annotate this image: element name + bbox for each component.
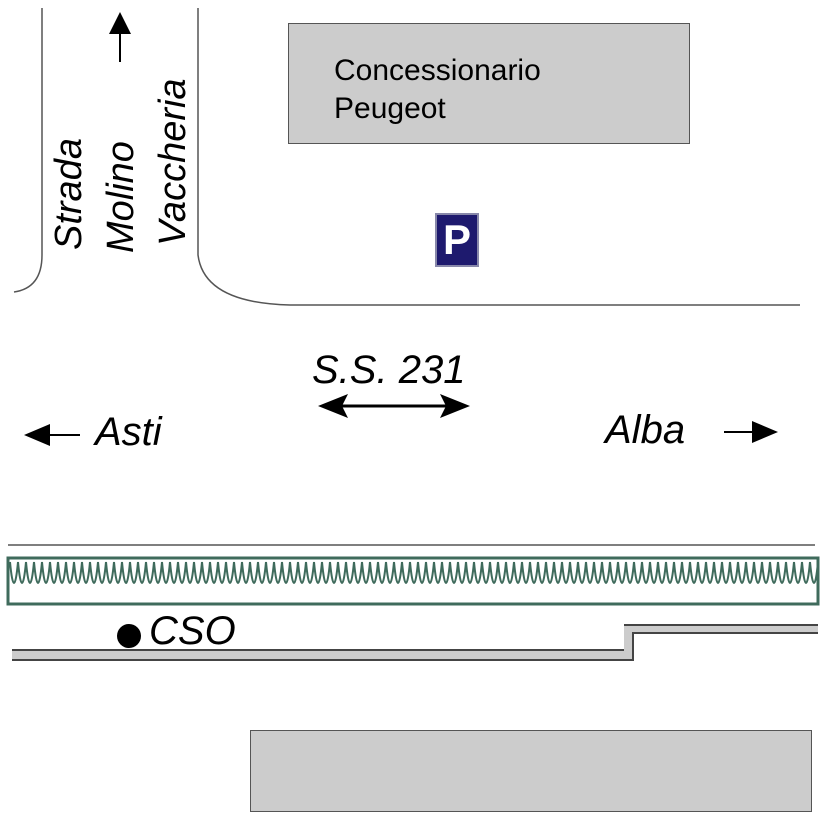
street-label-vaccheria: Vaccheria [152,78,194,246]
side-street-east-edge [197,8,800,306]
platform [12,624,818,661]
side-street-west-edge [13,8,43,293]
station-label: CSO [149,609,236,653]
direction-label-alba: Alba [605,408,686,452]
street-label-strada: Strada [48,138,90,250]
south-building [250,730,812,812]
main-road-label: S.S. 231 [312,348,466,392]
dealership-building: Concessionario Peugeot [288,23,690,144]
direction-label-asti: Asti [95,410,162,454]
dealership-label-line1: Concessionario [334,54,541,87]
east-arrow-icon [724,421,778,443]
double-arrow-icon [318,394,470,418]
dealership-label-line2: Peugeot [334,92,446,125]
west-arrow-icon [24,424,80,446]
parking-icon: P [435,213,479,267]
street-label-molino: Molino [100,141,142,253]
dealership-label: Concessionario Peugeot [334,52,541,128]
station-marker-icon [117,624,141,648]
north-arrow-icon [109,12,131,62]
hedge-band [6,556,820,606]
